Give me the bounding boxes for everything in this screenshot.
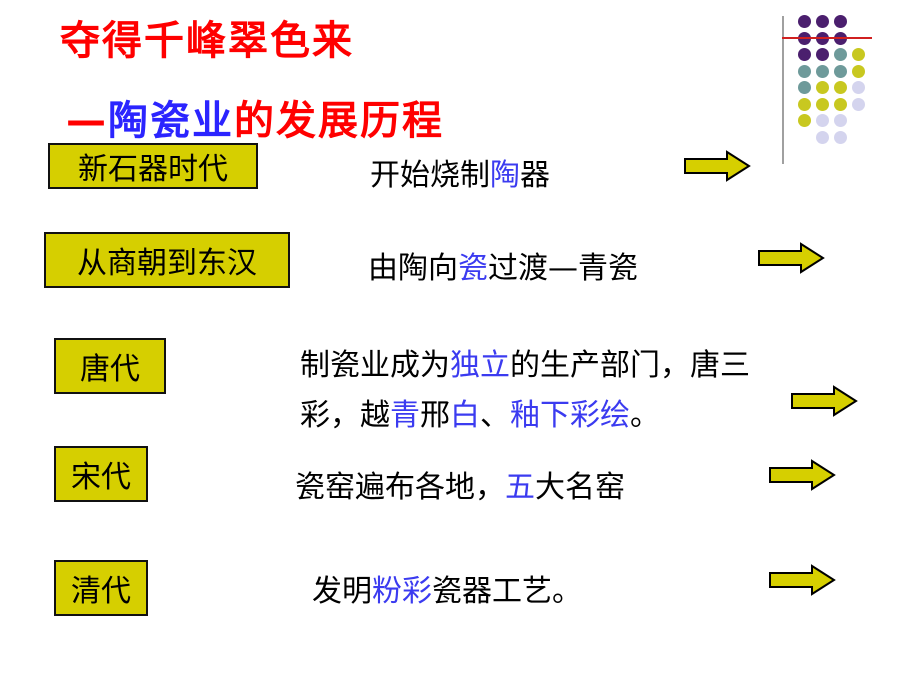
decorative-dot [798, 15, 811, 28]
arrow-shape [769, 459, 836, 491]
decorative-dot [816, 114, 829, 127]
right-arrow-icon [791, 385, 858, 417]
decorative-dot [852, 64, 865, 78]
text-segment: 的生产部门，唐三 [510, 348, 750, 383]
decorative-dot [816, 130, 829, 144]
text-segment: 发明 [312, 574, 372, 609]
decorative-dot [852, 81, 865, 94]
highlighted-text: 釉下彩绘 [510, 398, 630, 433]
decorative-red-line [782, 37, 872, 39]
period-label-qing: 清代 [54, 560, 148, 616]
row-desc-tang-line1: 制瓷业成为独立的生产部门，唐三 [300, 340, 750, 384]
arrow-shape [791, 385, 858, 417]
arrow-shape [758, 242, 825, 274]
decorative-dot [852, 97, 865, 111]
arrow-shape [684, 150, 751, 182]
decorative-dot [816, 97, 829, 111]
decorative-dot [834, 130, 847, 144]
decorative-dot [834, 97, 847, 111]
text-segment: 邢 [420, 398, 450, 433]
text-segment: 、 [480, 398, 510, 433]
row-desc-neolithic: 开始烧制陶器 [370, 150, 550, 194]
decorative-dot [816, 81, 829, 94]
right-arrow-icon [758, 242, 825, 274]
right-arrow-icon [769, 564, 836, 596]
period-label-tang: 唐代 [54, 338, 166, 394]
decorative-dot [798, 114, 811, 127]
text-segment: 彩，越 [300, 398, 390, 433]
decorative-dot [834, 64, 847, 78]
row-desc-song: 瓷窑遍布各地，五大名窑 [295, 462, 625, 506]
right-arrow-icon [684, 150, 751, 182]
highlighted-text: 瓷 [458, 251, 488, 286]
subtitle-dash: — [66, 98, 108, 144]
decorative-dot [798, 48, 811, 61]
decorative-dot [834, 15, 847, 28]
decorative-dot [852, 48, 865, 61]
decorative-dot [798, 81, 811, 94]
highlighted-text: 五 [505, 470, 535, 505]
decorative-dot [834, 48, 847, 61]
text-segment: 瓷器工艺。 [432, 574, 582, 609]
slide-title: 夺得千峰翠色来 [60, 18, 354, 64]
text-segment: 制瓷业成为 [300, 348, 450, 383]
highlighted-text: 粉彩 [372, 574, 432, 609]
row-desc-qing: 发明粉彩瓷器工艺。 [312, 566, 582, 610]
highlighted-text: 陶 [490, 158, 520, 193]
text-segment: 过渡—青瓷 [488, 251, 638, 286]
text-segment: 器 [520, 158, 550, 193]
period-label-shang-han: 从商朝到东汉 [44, 232, 290, 288]
period-label-song: 宋代 [54, 446, 148, 502]
highlighted-text: 独立 [450, 348, 510, 383]
subtitle-blue-part: 陶瓷业 [108, 98, 234, 144]
row-desc-tang-line2: 彩，越青邢白、釉下彩绘。 [300, 390, 660, 434]
text-segment: 。 [630, 398, 660, 433]
decorative-dot [816, 64, 829, 78]
highlighted-text: 白 [450, 398, 480, 433]
decorative-dot [798, 64, 811, 78]
text-segment: 由陶向 [368, 251, 458, 286]
slide-subtitle: —陶瓷业的发展历程 [66, 88, 444, 146]
decorative-dot [834, 114, 847, 127]
right-arrow-icon [769, 459, 836, 491]
subtitle-red-part: 的发展历程 [234, 98, 444, 144]
decorative-dot [834, 81, 847, 94]
decorative-dot [816, 48, 829, 61]
decorative-vertical-line [782, 16, 784, 164]
period-label-neolithic: 新石器时代 [48, 143, 258, 189]
arrow-shape [769, 564, 836, 596]
highlighted-text: 青 [390, 398, 420, 433]
decorative-dot [816, 15, 829, 28]
decorative-dot [798, 97, 811, 111]
text-segment: 瓷窑遍布各地， [295, 470, 505, 505]
text-segment: 大名窑 [535, 470, 625, 505]
row-desc-shang-han: 由陶向瓷过渡—青瓷 [368, 243, 638, 287]
text-segment: 开始烧制 [370, 158, 490, 193]
